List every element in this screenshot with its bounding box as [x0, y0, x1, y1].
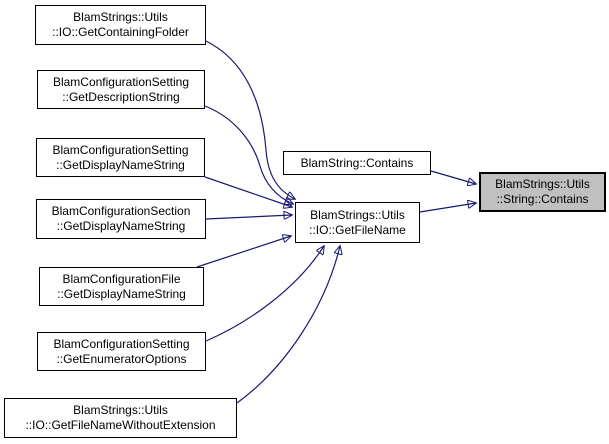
- edge-io-getcontainingfolder-to-io-getfilename: [205, 40, 295, 199]
- node-label-line: ::IO::GetContainingFolder: [52, 25, 189, 39]
- node-label-line: ::GetEnumeratorOptions: [56, 351, 187, 366]
- edge-blamstring-contains-to-string-contains: [430, 170, 476, 184]
- node-label-line: BlamStrings::Utils: [495, 177, 590, 191]
- node-label-line: BlamStrings::Utils: [73, 403, 168, 417]
- node-file-getdisplaynamestring[interactable]: BlamConfigurationFile ::GetDisplayNameSt…: [39, 267, 204, 306]
- node-io-getfilename[interactable]: BlamStrings::Utils ::IO::GetFileName: [295, 202, 420, 243]
- node-io-getfilenamewithoutextension[interactable]: BlamStrings::Utils ::IO::GetFileNameWith…: [4, 398, 237, 438]
- node-label-line: ::IO::GetFileName: [309, 222, 406, 237]
- node-label-line: BlamConfigurationSetting: [52, 74, 190, 89]
- node-label-line: BlamStrings::Utils: [73, 10, 168, 24]
- node-label-line: ::GetDescriptionString: [62, 89, 180, 104]
- node-setting-getdescriptionstring[interactable]: BlamConfigurationSetting ::GetDescriptio…: [37, 70, 205, 109]
- node-label-line: BlamConfigurationSection: [51, 204, 191, 218]
- edge-file-getdisplaynamestring-to-io-getfilename: [196, 236, 291, 268]
- node-label-line: BlamString::Contains: [300, 155, 414, 170]
- node-blamstring-contains[interactable]: BlamString::Contains: [283, 151, 431, 175]
- edge-io-getfilenamewithoutextension-to-io-getfilename: [236, 246, 340, 404]
- edge-setting-getenumeratoroptions-to-io-getfilename: [205, 246, 324, 342]
- node-string-contains: BlamStrings::Utils ::String::Contains: [479, 172, 606, 212]
- node-label-line: BlamConfigurationFile: [62, 271, 181, 286]
- node-label-line: BlamStrings::Utils: [310, 207, 405, 222]
- edge-section-getdisplaynamestring-to-io-getfilename: [205, 215, 292, 219]
- edge-io-getfilename-to-string-contains: [419, 203, 476, 213]
- node-label-line: BlamConfigurationSetting: [53, 336, 190, 351]
- node-label-line: ::IO::GetFileNameWithoutExtension: [25, 418, 216, 432]
- edge-setting-getdisplaynamestring-to-io-getfilename: [204, 176, 292, 207]
- node-label-line: ::String::Contains: [496, 192, 589, 206]
- node-label-line: ::GetDisplayNameString: [57, 286, 186, 301]
- node-label-line: ::GetDisplayNameString: [56, 157, 185, 172]
- node-label-line: BlamConfigurationSetting: [52, 142, 189, 157]
- node-setting-getdisplaynamestring[interactable]: BlamConfigurationSetting ::GetDisplayNam…: [36, 138, 205, 177]
- node-label-line: ::GetDisplayNameString: [56, 219, 186, 233]
- node-section-getdisplaynamestring[interactable]: BlamConfigurationSection ::GetDisplayNam…: [36, 199, 206, 239]
- node-setting-getenumeratoroptions[interactable]: BlamConfigurationSetting ::GetEnumerator…: [37, 332, 206, 371]
- node-io-getcontainingfolder[interactable]: BlamStrings::Utils ::IO::GetContainingFo…: [35, 5, 206, 45]
- edge-setting-getdescriptionstring-to-io-getfilename: [204, 105, 293, 204]
